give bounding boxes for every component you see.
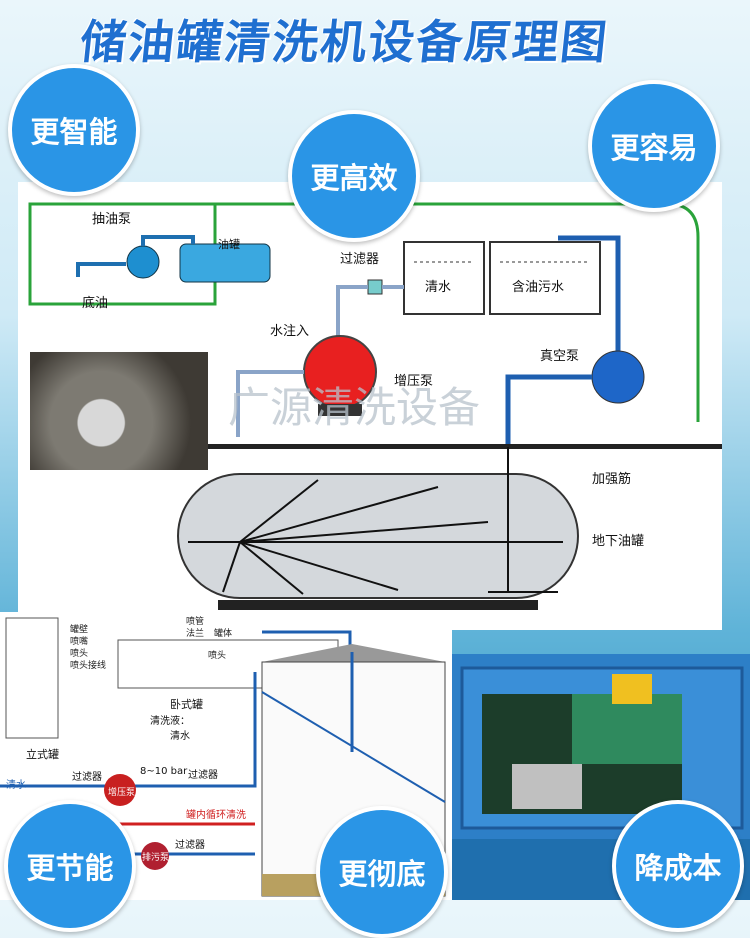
- filter2-label: 过滤器: [188, 770, 218, 781]
- bottom-oil-label: 底油: [82, 296, 109, 311]
- tube-label: 喷管: [186, 617, 205, 627]
- principle-diagram: 广源清洗设备: [28, 202, 728, 610]
- underground-tank: [177, 473, 579, 599]
- oil-pump: [126, 245, 160, 279]
- water-inlet-label: 水注入: [270, 324, 310, 339]
- badge-cost: 降成本: [612, 800, 744, 932]
- oily-water-tank: [489, 241, 601, 315]
- page-title: 储油罐清洗机设备原理图: [77, 15, 612, 69]
- vacuum-pump: [591, 350, 645, 404]
- wall-label: 罐壁: [70, 625, 89, 635]
- transfer-pipe: [141, 235, 195, 246]
- oily-water-label: 含油污水: [512, 280, 565, 295]
- booster-pump-small: [104, 774, 136, 806]
- oil-tank-small: [179, 243, 271, 283]
- rib-label: 加强筋: [592, 472, 632, 487]
- sewage-pump: [141, 842, 169, 870]
- badge-thorough: 更彻底: [316, 806, 448, 938]
- badge-efficient: 更高效: [288, 110, 420, 242]
- clean-water-tank: [403, 241, 485, 315]
- clean-water-label: 清水: [425, 280, 452, 295]
- feed-pipe: [0, 672, 257, 788]
- booster-small-label: 增压泵: [108, 788, 136, 798]
- sprayer-label: 喷头: [208, 651, 227, 661]
- vertical-tank-label: 立式罐: [26, 748, 59, 761]
- underground-tank-label: 地下油罐: [592, 534, 645, 549]
- watermark: 广源清洗设备: [228, 383, 480, 432]
- water-in-label: 清水: [6, 780, 26, 791]
- oily-water-pipe: [558, 235, 621, 362]
- filter1-label: 过滤器: [72, 772, 102, 783]
- ground-line: [193, 444, 728, 449]
- filter: [367, 279, 383, 295]
- spray-head-photo: [30, 352, 208, 470]
- booster-pump-label: 增压泵: [394, 374, 434, 389]
- vertical-tank-shape: [5, 617, 59, 739]
- filter-label: 过滤器: [340, 252, 380, 267]
- oil-pump-label: 抽油泵: [92, 212, 132, 227]
- badge-easy: 更容易: [588, 80, 720, 212]
- clean-water-pipe: [336, 285, 404, 342]
- badge-smart: 更智能: [8, 64, 140, 196]
- filter3-label: 过滤器: [175, 840, 205, 851]
- pressure-label: 8~10 bar: [140, 766, 188, 777]
- spray-pipe: [236, 370, 304, 437]
- oil-tank-label: 油罐: [218, 238, 240, 251]
- horizontal-tank-label: 卧式罐: [170, 698, 203, 711]
- cleaning-fluid-label: 清洗液：: [150, 716, 190, 727]
- vacuum-pump-label: 真空泵: [540, 349, 580, 364]
- suction-return-pipe: [505, 374, 592, 447]
- clean-water2-label: 清水: [170, 731, 190, 742]
- flange-label: 法兰: [186, 629, 205, 639]
- spray-arrows: [188, 447, 563, 595]
- nozzle-label: 喷嘴: [70, 637, 89, 647]
- head-label: 喷头: [70, 649, 89, 659]
- circulation-label: 罐内循环清洗: [186, 810, 246, 821]
- suction-pipe: [76, 262, 126, 277]
- sewage-pump-label: 排污泵: [142, 853, 170, 863]
- body-label: 罐体: [214, 629, 233, 639]
- badge-energy: 更节能: [4, 800, 136, 932]
- head-wire-label: 喷头接线: [70, 661, 107, 671]
